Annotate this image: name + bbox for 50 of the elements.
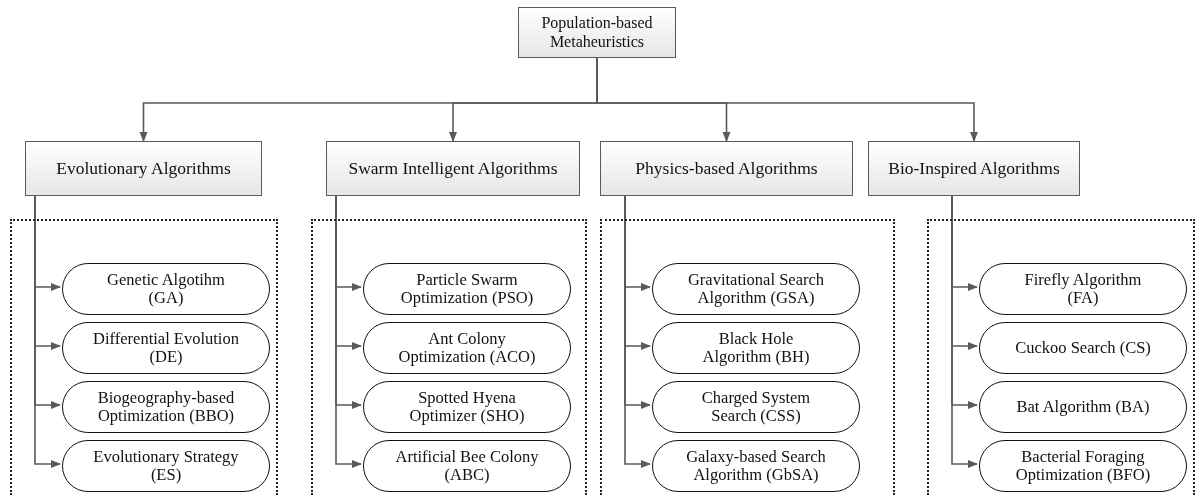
connector-arrow — [34, 195, 61, 468]
algorithm-pill — [979, 381, 1187, 433]
node-label: Population-based Metaheuristics — [540, 14, 654, 51]
node-label: Firefly Algorithm (FA) — [1023, 270, 1143, 308]
node-label: Cuckoo Search (CS) — [1015, 338, 1151, 358]
dotted-group-frame — [311, 219, 587, 495]
algorithm-pill — [652, 263, 860, 315]
connector-arrow — [951, 195, 978, 468]
algorithm-pill — [652, 322, 860, 374]
connector-arrow — [335, 195, 362, 468]
node-label: Genetic Algotihm (GA) — [106, 270, 226, 308]
category-box — [868, 141, 1080, 196]
node-label: Charged System Search (CSS) — [700, 388, 812, 426]
node-label: Black Hole Algorithm (BH) — [701, 329, 811, 367]
dotted-group-frame — [927, 219, 1195, 495]
algorithm-pill — [62, 263, 270, 315]
connector-arrow — [624, 195, 651, 468]
node-label: Bat Algorithm (BA) — [1016, 397, 1150, 417]
node-label: Physics-based Algorithms — [635, 158, 818, 179]
node-label: Evolutionary Algorithms — [56, 158, 231, 179]
node-label: Evolutionary Strategy (ES) — [93, 447, 239, 485]
algorithm-pill — [363, 440, 571, 492]
node-label: Biogeography-based Optimization (BBO) — [96, 388, 236, 426]
root-box — [518, 7, 676, 58]
category-box — [25, 141, 262, 196]
algorithm-pill — [62, 322, 270, 374]
node-label: Galaxy-based Search Algorithm (GbSA) — [685, 447, 827, 485]
algorithm-pill — [363, 263, 571, 315]
node-label: Spotted Hyena Optimizer (SHO) — [408, 388, 526, 426]
node-label: Gravitational Search Algorithm (GSA) — [686, 270, 826, 308]
algorithm-pill — [652, 440, 860, 492]
category-box — [600, 141, 853, 196]
algorithm-pill — [652, 381, 860, 433]
algorithm-pill — [979, 322, 1187, 374]
algorithm-pill — [363, 381, 571, 433]
algorithm-pill — [62, 381, 270, 433]
dotted-group-frame — [10, 219, 278, 495]
node-label: Artificial Bee Colony (ABC) — [394, 447, 540, 485]
algorithm-pill — [363, 322, 571, 374]
dotted-group-frame — [600, 219, 895, 495]
algorithm-pill — [979, 440, 1187, 492]
node-label: Differential Evolution (DE) — [93, 329, 239, 367]
algorithm-pill — [979, 263, 1187, 315]
node-label: Bacterial Foraging Optimization (BFO) — [1014, 447, 1152, 485]
algorithm-pill — [62, 440, 270, 492]
node-label: Ant Colony Optimization (ACO) — [397, 329, 537, 367]
category-box — [326, 141, 580, 196]
node-label: Bio-Inspired Algorithms — [888, 158, 1060, 179]
node-label: Particle Swarm Optimization (PSO) — [399, 270, 535, 308]
node-label: Swarm Intelligent Algorithms — [348, 158, 558, 179]
